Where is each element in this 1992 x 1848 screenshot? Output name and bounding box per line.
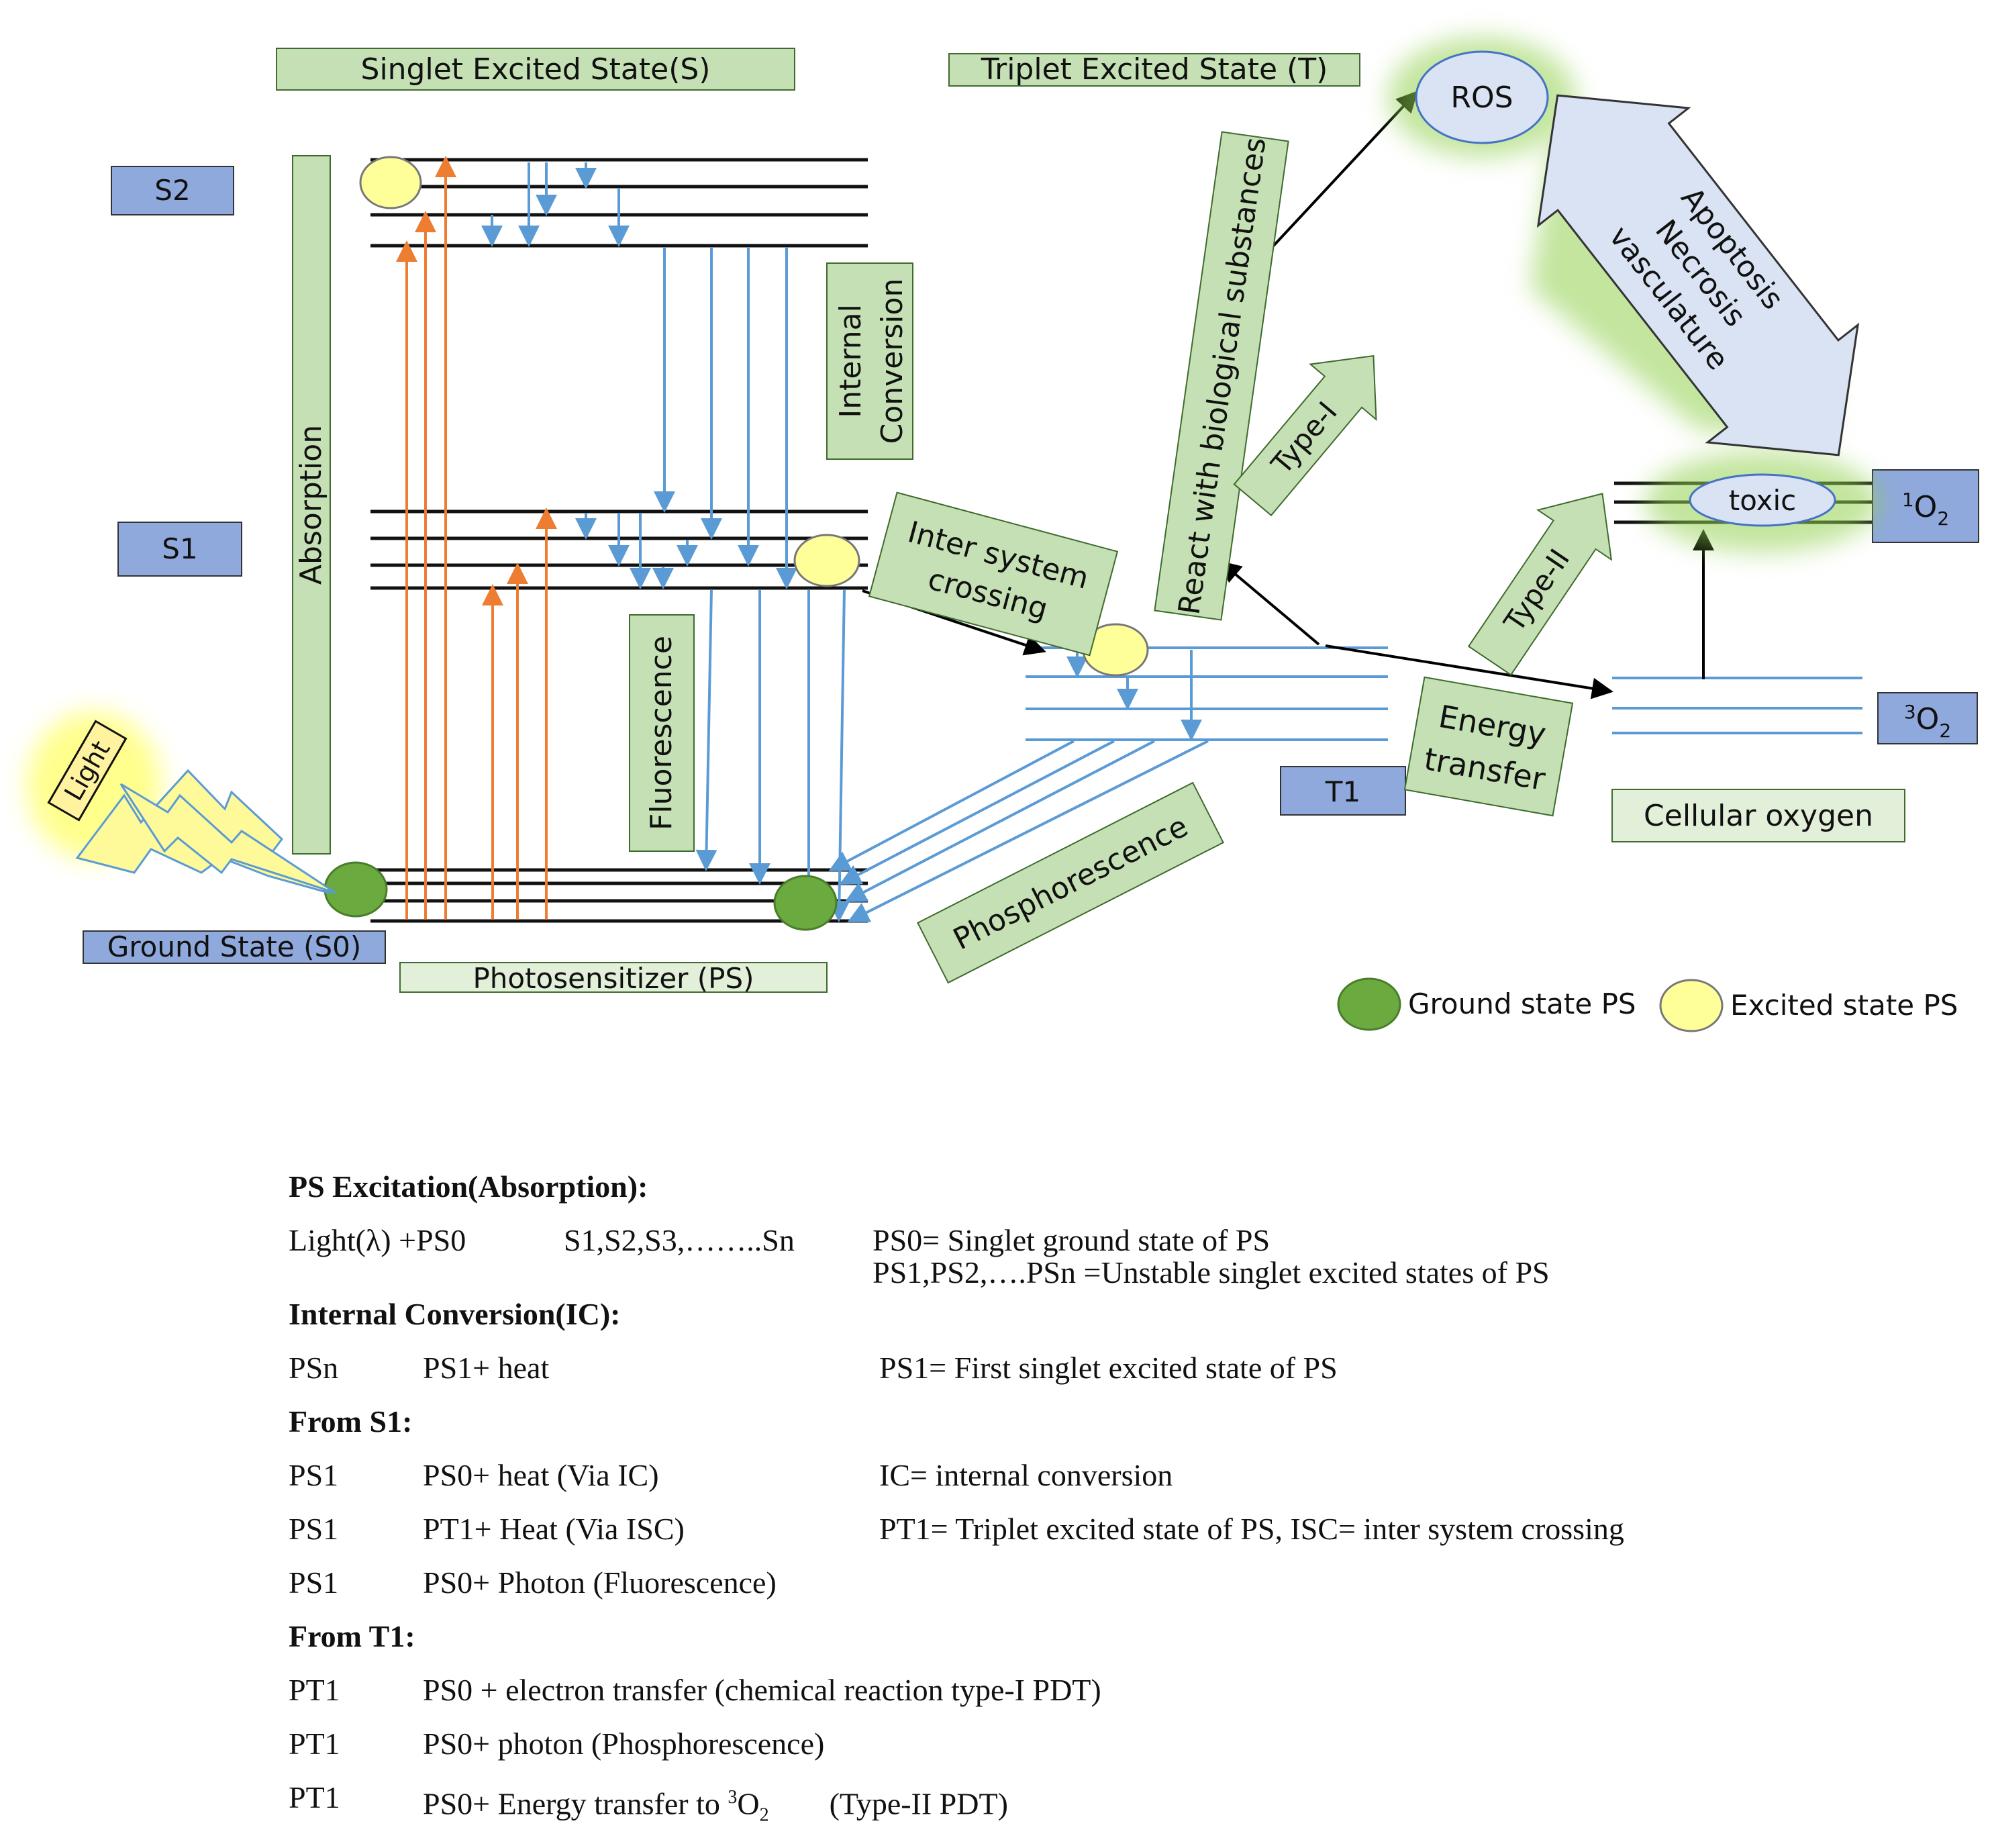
excited-ps-s2 <box>359 156 422 209</box>
t1-row-3-sub: 2 <box>759 1804 769 1826</box>
ground-state-label-box: Ground State (S0) <box>83 930 386 964</box>
from-s1-heading: From S1: <box>289 1404 413 1439</box>
energy-transfer-arrow <box>1325 644 1613 699</box>
t1-row-3-sup: 3 <box>728 1787 738 1808</box>
energy-transfer-box: Energy transfer <box>1403 676 1574 817</box>
cellular-oxygen-box: Cellular oxygen <box>1611 789 1905 842</box>
toxic-ellipse: toxic <box>1689 473 1836 527</box>
from-s1-row: PS1 PT1+ Heat (Via ISC) PT1= Triplet exc… <box>289 1502 1933 1556</box>
reaction-notes: PS Excitation(Absorption): Light(λ) +PS0… <box>289 1160 1933 1826</box>
internal-conversion-label-2: Conversion <box>875 279 909 444</box>
singlet-excited-state-box: Singlet Excited State(S) <box>276 48 795 91</box>
t1-label-box: T1 <box>1280 766 1406 816</box>
s1-row-2-product: PT1+ Heat (Via ISC) <box>423 1512 685 1546</box>
photosensitizer-box: Photosensitizer (PS) <box>399 962 828 995</box>
from-t1-heading: From T1: <box>289 1619 415 1653</box>
s1-row-3-product: PS0+ Photon (Fluorescence) <box>423 1565 777 1600</box>
triplet-oxygen-label-box: 3O2 <box>1877 692 1978 744</box>
s1-row-2-reactant: PS1 <box>289 1512 339 1546</box>
internal-conversion-row: PSn PS1+ heat PS1= First singlet excited… <box>289 1341 1933 1395</box>
t1-row-3-reactant: PT1 <box>289 1780 340 1814</box>
legend: Ground state PS Excited state PS <box>1337 977 1958 1032</box>
internal-conversion-label-1: Internal <box>834 304 868 418</box>
ic-reactant: PSn <box>289 1351 339 1385</box>
t1-relaxation-arrows <box>1066 650 1202 741</box>
t1-row-3-oxygen: O <box>737 1786 760 1821</box>
ros-ellipse: ROS <box>1415 50 1549 144</box>
triplet-excited-state-box: Triplet Excited State (T) <box>948 52 1360 87</box>
from-t1-row: PT1 PS0 + electron transfer (chemical re… <box>289 1663 1933 1717</box>
ros-label: ROS <box>1450 81 1513 115</box>
phosphorescence-box: Phosphorescence <box>917 781 1224 984</box>
from-t1-row: PT1 PS0+ photon (Phosphorescence) <box>289 1717 1933 1771</box>
internal-conversion-heading: Internal Conversion(IC): <box>289 1297 621 1331</box>
triplet-oxygen-label: 3O2 <box>1904 701 1951 742</box>
legend-ground-ps-label: Ground state PS <box>1408 987 1636 1020</box>
cellular-oxygen-label: Cellular oxygen <box>1644 799 1873 833</box>
internal-conversion-box: Internal Conversion <box>826 262 913 460</box>
ps-excitation-def-2: PS1,PS2,….PSn =Unstable singlet excited … <box>873 1255 1550 1290</box>
type-2-arrow: Type-II <box>1467 493 1613 676</box>
ps-excitation-definitions: PS0= Singlet ground state of PS PS1,PS2,… <box>873 1224 1550 1289</box>
ps-excitation-reactant: Light(λ) +PS0 <box>289 1223 466 1257</box>
triplet-excited-state-label: Triplet Excited State (T) <box>981 52 1328 87</box>
t1-label: T1 <box>1325 775 1360 808</box>
triplet-oxygen-levels <box>1612 677 1862 734</box>
legend-excited-ps-label: Excited state PS <box>1730 989 1958 1022</box>
s1-row-2-definition: PT1= Triplet excited state of PS, ISC= i… <box>879 1512 1624 1546</box>
ground-ps-return <box>773 875 838 931</box>
t1-row-1-product: PS0 + electron transfer (chemical reacti… <box>423 1673 1101 1707</box>
ps-excitation-product: S1,S2,S3,……..Sn <box>564 1223 795 1257</box>
singlet-oxygen-label: 1O2 <box>1902 489 1949 530</box>
t1-row-3-product: PS0+ Energy transfer to 3O2 (Type-II PDT) <box>423 1771 1008 1843</box>
s2-label-box: S2 <box>111 166 234 215</box>
react-arrow <box>1219 561 1320 646</box>
from-s1-row: PS1 PS0+ Photon (Fluorescence) <box>289 1556 1933 1610</box>
excited-ps-s1 <box>793 534 860 587</box>
ground-ps-absorb <box>323 861 388 918</box>
from-s1-row: PS1 PS0+ heat (Via IC) IC= internal conv… <box>289 1449 1933 1502</box>
ps-excitation-row: Light(λ) +PS0 S1,S2,S3,……..Sn PS0= Singl… <box>289 1214 1933 1289</box>
absorption-arrows <box>396 156 557 920</box>
t1-row-2-reactant: PT1 <box>289 1727 340 1761</box>
s1-row-1-reactant: PS1 <box>289 1458 339 1492</box>
fluorescence-box: Fluorescence <box>629 614 695 852</box>
from-t1-row: PT1 PS0+ Energy transfer to 3O2 (Type-II … <box>289 1771 1933 1826</box>
fluorescence-label: Fluorescence <box>644 636 679 830</box>
black-process-arrows <box>862 91 1714 699</box>
s1-row-1-product: PS0+ heat (Via IC) <box>423 1458 659 1492</box>
singlet-excited-state-label: Singlet Excited State(S) <box>361 52 711 87</box>
photosensitizer-label: Photosensitizer (PS) <box>472 962 754 995</box>
singlet-oxygen-label-box: 1O2 <box>1872 469 1979 543</box>
react-biological-box: React with biological substances <box>1154 131 1289 621</box>
ic-definition: PS1= First singlet excited state of PS <box>879 1351 1338 1385</box>
ps-excitation-def-1: PS0= Singlet ground state of PS <box>873 1223 1271 1257</box>
t1-energy-levels <box>1026 646 1388 741</box>
t1-row-3-type: (Type-II PDT) <box>829 1786 1008 1821</box>
absorption-label: Absorption <box>294 425 328 585</box>
legend-ground-ps-swatch <box>1337 977 1401 1031</box>
ic-product: PS1+ heat <box>423 1351 550 1385</box>
s2-label: S2 <box>154 174 190 207</box>
s1-row-1-definition: IC= internal conversion <box>879 1458 1173 1492</box>
isc-box: Inter system crossing <box>868 491 1119 656</box>
ros-arrow <box>1268 91 1418 251</box>
s1-label-box: S1 <box>117 522 242 577</box>
ground-state-label: Ground State (S0) <box>107 930 362 963</box>
t1-row-1-reactant: PT1 <box>289 1673 340 1707</box>
absorption-box: Absorption <box>292 155 331 855</box>
s1-label: S1 <box>162 532 197 565</box>
ps-excitation-heading: PS Excitation(Absorption): <box>289 1169 648 1204</box>
phosphorescence-label: Phosphorescence <box>948 809 1193 957</box>
legend-excited-ps-swatch <box>1659 979 1724 1032</box>
t1-row-2-product: PS0+ photon (Phosphorescence) <box>423 1727 825 1761</box>
phosphorescence-arrows <box>828 740 1209 922</box>
s1-row-3-reactant: PS1 <box>289 1565 339 1600</box>
toxic-label: toxic <box>1729 484 1797 517</box>
t1-row-3-product-text: PS0+ Energy transfer to <box>423 1786 728 1821</box>
internal-conversion-arrows <box>481 162 797 589</box>
